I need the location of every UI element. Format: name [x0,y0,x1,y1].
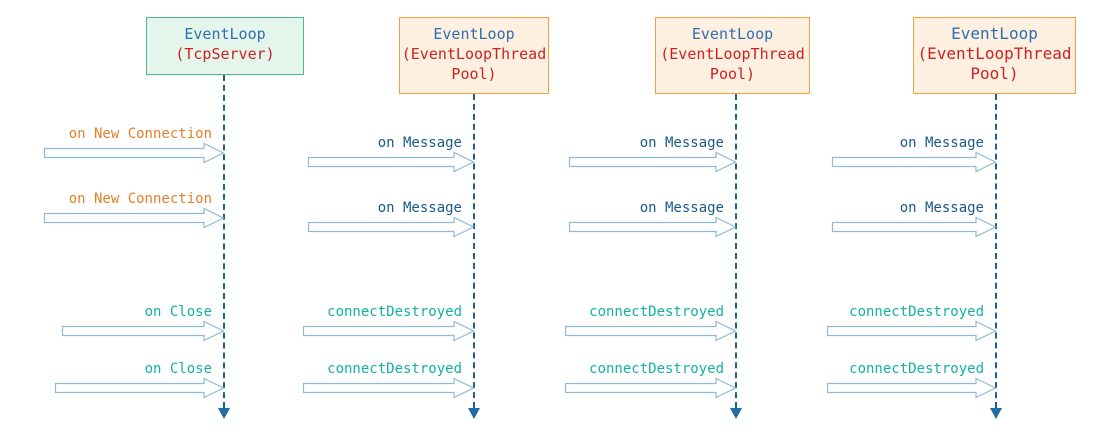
message-arrow[interactable]: on Close [54,361,225,399]
message-label: on Message [377,135,462,151]
block-arrow-icon [568,216,737,238]
lifeline-p1 [223,75,225,408]
message-label: on Message [899,135,984,151]
message-arrow[interactable]: connectDestroyed [826,304,997,342]
message-arrow[interactable]: on Message [568,200,737,238]
block-arrow-icon [43,207,225,229]
participant-type: (EventLoopThreadPool) [917,44,1072,83]
participant-box-p1[interactable]: EventLoop (TcpServer) [146,17,304,75]
message-label: on Message [899,200,984,216]
block-arrow-icon [831,151,997,173]
message-label: on Close [144,361,212,377]
block-arrow-icon [307,216,475,238]
message-arrow[interactable]: on Close [61,304,225,342]
message-label: connectDestroyed [327,361,462,377]
message-label: on Message [639,135,724,151]
message-arrow[interactable]: connectDestroyed [564,304,737,342]
lifeline-p3 [735,94,737,408]
participant-box-p4[interactable]: EventLoop(EventLoopThreadPool) [913,17,1076,94]
message-label: connectDestroyed [849,304,984,320]
message-label: on New Connection [68,191,212,207]
message-label: on Message [377,200,462,216]
lifeline-p4 [995,94,997,408]
block-arrow-icon [43,142,225,164]
message-arrow[interactable]: connectDestroyed [826,361,997,399]
block-arrow-icon [826,320,997,342]
block-arrow-icon [302,320,475,342]
participant-name: EventLoop [433,25,515,43]
block-arrow-icon [831,216,997,238]
message-label: connectDestroyed [849,361,984,377]
message-arrow[interactable]: on Message [307,200,475,238]
participant-type: (EventLoopThreadPool) [401,45,547,83]
message-arrow[interactable]: on New Connection [43,126,225,164]
participant-type: (EventLoopThreadPool) [660,45,805,83]
message-label: on Message [639,200,724,216]
lifeline-end-arrow-p3 [730,408,742,419]
block-arrow-icon [302,377,475,399]
participant-box-p3[interactable]: EventLoop (EventLoopThreadPool) [655,17,810,94]
block-arrow-icon [564,377,737,399]
message-label: on New Connection [68,126,212,142]
block-arrow-icon [307,151,475,173]
participant-name: EventLoop [691,25,774,43]
message-arrow[interactable]: on Message [831,200,997,238]
lifeline-end-arrow-p1 [218,408,230,419]
lifeline-end-arrow-p2 [468,408,480,419]
lifeline-end-arrow-p4 [990,408,1002,419]
message-arrow[interactable]: on New Connection [43,191,225,229]
lifeline-p2 [473,94,475,408]
block-arrow-icon [61,320,225,342]
block-arrow-icon [568,151,737,173]
participant-box-p2[interactable]: EventLoop (EventLoopThreadPool) [399,17,549,94]
block-arrow-icon [54,377,225,399]
participant-type: (TcpServer) [175,45,275,63]
message-label: connectDestroyed [327,304,462,320]
block-arrow-icon [826,377,997,399]
participant-name: EventLoop [951,24,1038,43]
message-arrow[interactable]: connectDestroyed [564,361,737,399]
block-arrow-icon [564,320,737,342]
message-label: connectDestroyed [589,304,724,320]
message-arrow[interactable]: connectDestroyed [302,304,475,342]
message-arrow[interactable]: connectDestroyed [302,361,475,399]
message-arrow[interactable]: on Message [831,135,997,173]
message-label: connectDestroyed [589,361,724,377]
message-label: on Close [144,304,212,320]
participant-name: EventLoop [184,25,266,43]
message-arrow[interactable]: on Message [568,135,737,173]
message-arrow[interactable]: on Message [307,135,475,173]
